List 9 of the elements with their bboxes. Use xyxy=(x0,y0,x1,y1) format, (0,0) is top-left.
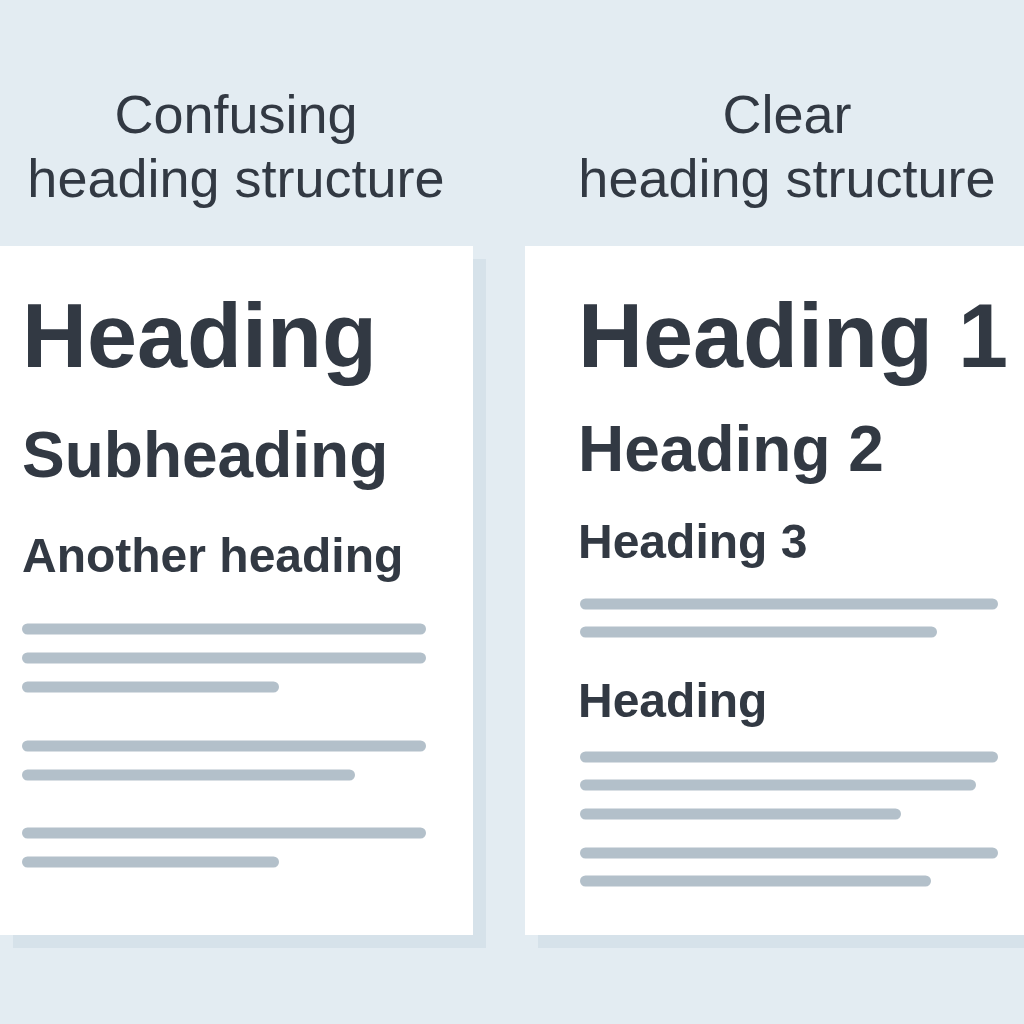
heading-text: Heading xyxy=(578,672,768,729)
panel-title: Clear heading structure xyxy=(578,83,996,210)
heading-text: Another heading xyxy=(22,527,404,584)
panel-title: Confusing heading structure xyxy=(27,83,445,210)
heading-text: Heading 2 xyxy=(578,412,884,488)
heading-text: Heading 3 xyxy=(578,513,808,570)
heading-text: Heading xyxy=(22,285,378,388)
heading-text: Subheading xyxy=(22,418,389,494)
heading-text: Heading 1 xyxy=(578,285,1009,388)
